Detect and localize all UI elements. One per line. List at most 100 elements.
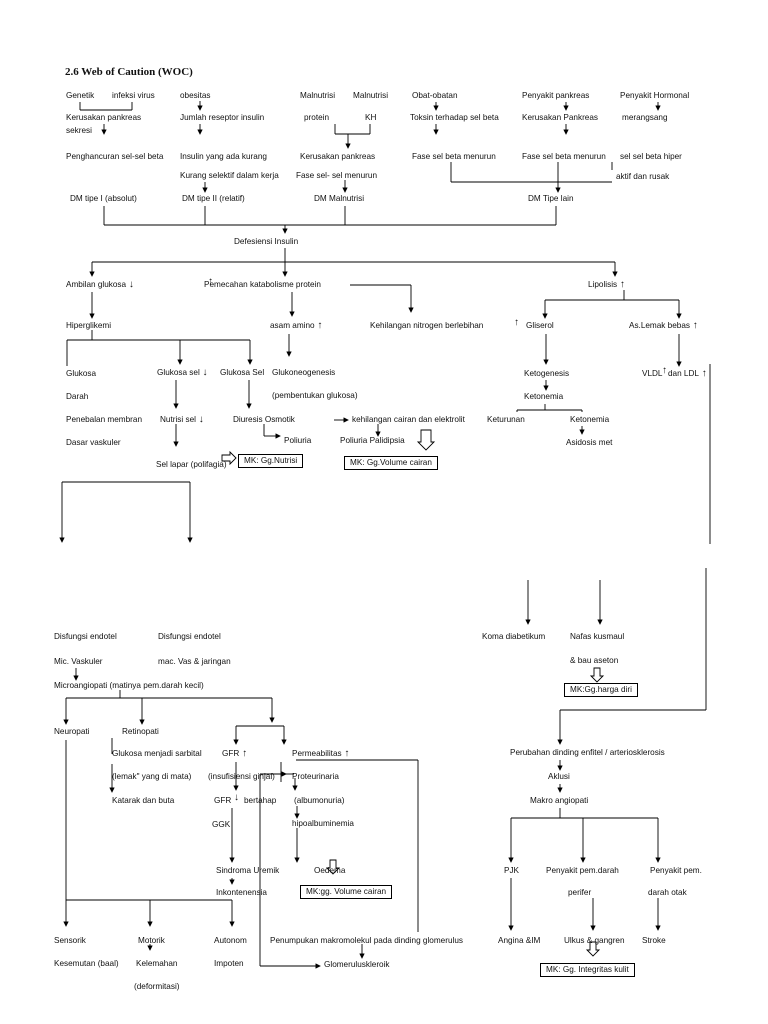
insufisiensi-ginjal: (insufisiensi ginjal): [208, 772, 275, 781]
malnutrisi-label: Malnutrisi: [300, 91, 336, 100]
darah-otak-label: darah otak: [648, 888, 687, 897]
hiperglikemi: Hiperglikemi: [66, 321, 112, 330]
ggk: GGK: [212, 820, 231, 829]
neuropati: Neuropati: [54, 727, 90, 736]
glomeruluskleroik: Glomeruluskleroik: [324, 960, 390, 969]
diuresis-osmotik: Diuresis Osmotik: [233, 415, 295, 424]
penyakit-pem-darah-perifer: Penyakit pem.darah: [546, 866, 619, 875]
kehilangan-nitrogen: Kehilangan nitrogen berlebihan: [370, 321, 484, 330]
ambilan-glukosa: Ambilan glukosa: [66, 280, 134, 290]
inkontenensia: Inkontenensia: [216, 888, 267, 897]
keturunan: Keturunan: [487, 415, 525, 424]
bau-aseton: & bau aseton: [570, 656, 619, 665]
pembentukan-glukosa: (pembentukan glukosa): [272, 391, 358, 400]
disfungsi-endotel-2: Disfungsi endotel: [158, 632, 221, 641]
ketonemia-2: Ketonemia: [570, 415, 610, 424]
koma-diabetikum: Koma diabetikum: [482, 632, 546, 641]
mic-vaskuler: Mic. Vaskuler: [54, 657, 103, 666]
glukosa-sel-2: Glukosa Sel: [220, 368, 265, 377]
mac-vas-jaringan: mac. Vas & jaringan: [158, 657, 231, 666]
glukoneogenesis: Glukoneogenesis: [272, 368, 336, 377]
sekresi-label: sekresi: [66, 126, 92, 135]
malnutrisi-label-2: Malnutrisi: [353, 91, 389, 100]
sensorik: Sensorik: [54, 936, 86, 945]
darah-label: Darah: [66, 392, 89, 401]
fase-sel-menurun-label: Fase sel- sel menurun: [296, 171, 377, 180]
dm-tipe-2: DM tipe II (relatif): [182, 194, 245, 203]
mikroangiopati: Microangiopati (matinya pem.darah kecil): [54, 681, 204, 690]
perifer-label: perifer: [568, 888, 592, 897]
pjk: PJK: [504, 866, 520, 875]
dm-tipe-1: DM tipe I (absolut): [70, 194, 137, 203]
asidosis-met: Asidosis met: [566, 438, 613, 447]
ketonemia: Ketonemia: [524, 392, 564, 401]
nutrisi-sel: Nutrisi sel: [160, 415, 204, 425]
aktif-rusak-label: aktif dan rusak: [616, 172, 670, 181]
up-arrow-icon: ↑: [514, 317, 519, 328]
deformitasi: (deformitasi): [134, 982, 180, 991]
lipolisis: Lipolisis: [588, 280, 625, 290]
penumpukan-makromolekul: Penumpukan makromolekul pada dinding glo…: [270, 936, 463, 945]
gliserol: Gliserol: [526, 321, 554, 330]
vldl: VLDL: [642, 369, 663, 378]
angina-im: Angina &IM: [498, 936, 541, 945]
insulin-kurang-label: Insulin yang ada kurang: [180, 152, 267, 161]
ulkus-gangren: Ulkus & gangren: [564, 936, 625, 945]
bertahap: bertahap: [244, 796, 277, 805]
gfr-bertahap: GFR: [214, 796, 232, 805]
asam-amino: asam amino: [270, 321, 322, 331]
dm-malnutrisi: DM Malnutrisi: [314, 194, 365, 203]
down-arrow-icon: ↓: [234, 792, 239, 803]
asam-lemak-bebas: As.Lemak bebas: [629, 321, 698, 331]
dasar-vaskuler: Dasar vaskuler: [66, 438, 121, 447]
obat-label: Obat-obatan: [412, 91, 458, 100]
proteurinaria: Proteurinaria: [292, 772, 339, 781]
mk-integritas-kulit-box: MK: Gg. Integritas kulit: [540, 963, 635, 977]
stroke: Stroke: [642, 936, 666, 945]
hipoalbuminemia: hipoalbuminemia: [292, 819, 354, 828]
oedema: Oedema: [314, 866, 346, 875]
retinopati: Retinopati: [122, 727, 159, 736]
mk-volume-cairan-box-2: MK:gg. Volume cairan: [300, 885, 393, 899]
penyakit-pankreas-label: Penyakit pankreas: [522, 91, 590, 100]
kerusakan-pankreas-label: Kerusakan pankreas: [66, 113, 142, 122]
katarak-buta: Katarak dan buta: [112, 796, 175, 805]
perubahan-dinding: Perubahan dinding enfitel / arterioskler…: [510, 748, 665, 757]
page-title: 2.6 Web of Caution (WOC): [65, 66, 193, 78]
sel-hiper-label: sel sel beta hiper: [620, 152, 682, 161]
glukosa-sarbital: Glukosa menjadi sarbital: [112, 749, 202, 758]
fase-beta-label-2: Fase sel beta menurun: [522, 152, 606, 161]
dm-tipe-lain: DM Tipe lain: [528, 194, 574, 203]
kurang-selektif-label: Kurang selektif dalam kerja: [180, 171, 279, 180]
aklusi: Aklusi: [548, 772, 570, 781]
mk-volume-cairan-box: MK: Gg.Volume cairan: [344, 456, 438, 470]
fase-beta-label: Fase sel beta menurun: [412, 152, 496, 161]
kerusakan-pankreas-label-2: Kerusakan pankreas: [300, 152, 376, 161]
up-arrow-icon: ↑: [208, 276, 213, 287]
penyakit-hormonal-label: Penyakit Hormonal: [620, 91, 690, 100]
kehilangan-cairan: kehilangan cairan dan elektrolit: [352, 415, 465, 424]
mk-gg-nutrisi-box: MK: Gg.Nutrisi: [238, 454, 304, 468]
penyakit-pem-otak: Penyakit pem.: [650, 866, 702, 875]
merangsang-label: merangsang: [622, 113, 668, 122]
penghancuran-label: Penghancuran sel-sel beta: [66, 152, 164, 161]
sindroma-uremik: Sindroma Uremik: [216, 866, 280, 875]
gfr: GFR: [222, 749, 247, 759]
makro-angiopati: Makro angiopati: [530, 796, 589, 805]
defisiensi-insulin: Defesiensi Insulin: [234, 237, 299, 246]
lemak-mata: (lemak" yang di mata): [112, 772, 192, 781]
kerusakan-pankreas-label-3: Kerusakan Pankreas: [522, 113, 599, 122]
kesemutan-baal: Kesemutan (baal): [54, 959, 119, 968]
toksin-label: Toksin terhadap sel beta: [410, 113, 499, 122]
permeabilitas: Permeabilitas: [292, 749, 349, 759]
poliuria-polidipsia: Poliuria Palidipsia: [340, 436, 405, 445]
protein-label: protein: [304, 113, 330, 122]
disfungsi-endotel: Disfungsi endotel: [54, 632, 117, 641]
motorik: Motorik: [138, 936, 165, 945]
autonom: Autonom: [214, 936, 247, 945]
pemecahan-katabolisme: Pemecahan katabolisme protein: [204, 280, 321, 289]
glukosa-label: Glukosa: [66, 369, 97, 378]
ketogenesis: Ketogenesis: [524, 369, 570, 378]
infeksi-virus-label: infeksi virus: [112, 91, 155, 100]
